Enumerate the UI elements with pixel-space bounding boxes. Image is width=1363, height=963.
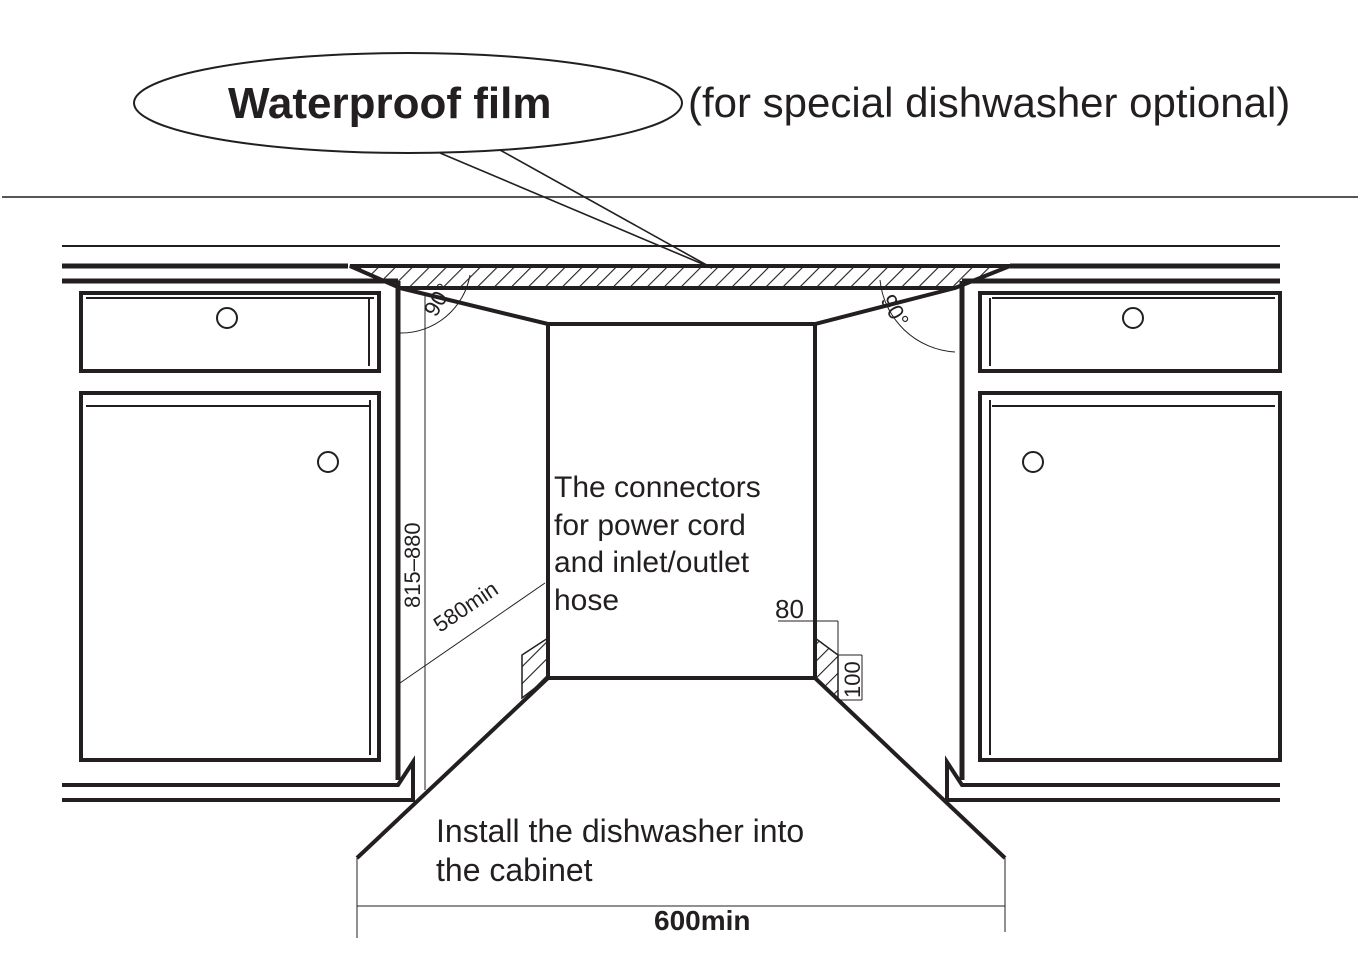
connector-dimensions (778, 620, 863, 701)
connectors-label-line: for power cord (554, 509, 746, 542)
connectors-label-line: hose (554, 584, 619, 617)
right-cabinet (945, 281, 1282, 802)
callout-leader-line (439, 152, 713, 269)
right-door (978, 391, 1282, 762)
right-door-knob (1022, 451, 1044, 473)
connector-width-label: 80 (775, 594, 804, 624)
width-dimension (356, 858, 1006, 938)
callout-note: (for special dishwasher optional) (688, 79, 1290, 126)
countertop (62, 245, 1280, 284)
left-drawer-knob (216, 307, 238, 329)
height-dimension-label: 815–880 (400, 522, 425, 608)
depth-dimension (399, 582, 546, 684)
connectors-label-line: and inlet/outlet (554, 546, 750, 579)
right-drawer-knob (1122, 307, 1144, 329)
left-connector-hatch (521, 636, 549, 700)
depth-dimension-label: 580min (429, 576, 503, 637)
width-dimension-label: 600min (654, 905, 751, 936)
callout-ellipse (133, 52, 683, 154)
install-label-line: the cabinet (436, 852, 593, 888)
angle-annotations (399, 274, 956, 353)
left-door (79, 391, 381, 762)
right-drawer (978, 291, 1282, 373)
callout-leader-line (499, 149, 713, 269)
connectors-label-line: The connectors (554, 471, 761, 504)
recess-back-wall (546, 322, 817, 680)
left-door-knob (317, 451, 339, 473)
right-angle-label: 90° (876, 290, 914, 331)
waterproof-film-callout: Waterproof film (for special dishwasher … (133, 52, 1290, 269)
install-label-line: Install the dishwasher into (436, 813, 804, 849)
dishwasher-recess (355, 286, 1007, 860)
left-cabinet (62, 281, 415, 802)
left-drawer (79, 291, 381, 373)
connector-height-label: 100 (840, 661, 865, 698)
callout-label: Waterproof film (228, 79, 551, 128)
waterproof-film-strip (349, 264, 1011, 290)
